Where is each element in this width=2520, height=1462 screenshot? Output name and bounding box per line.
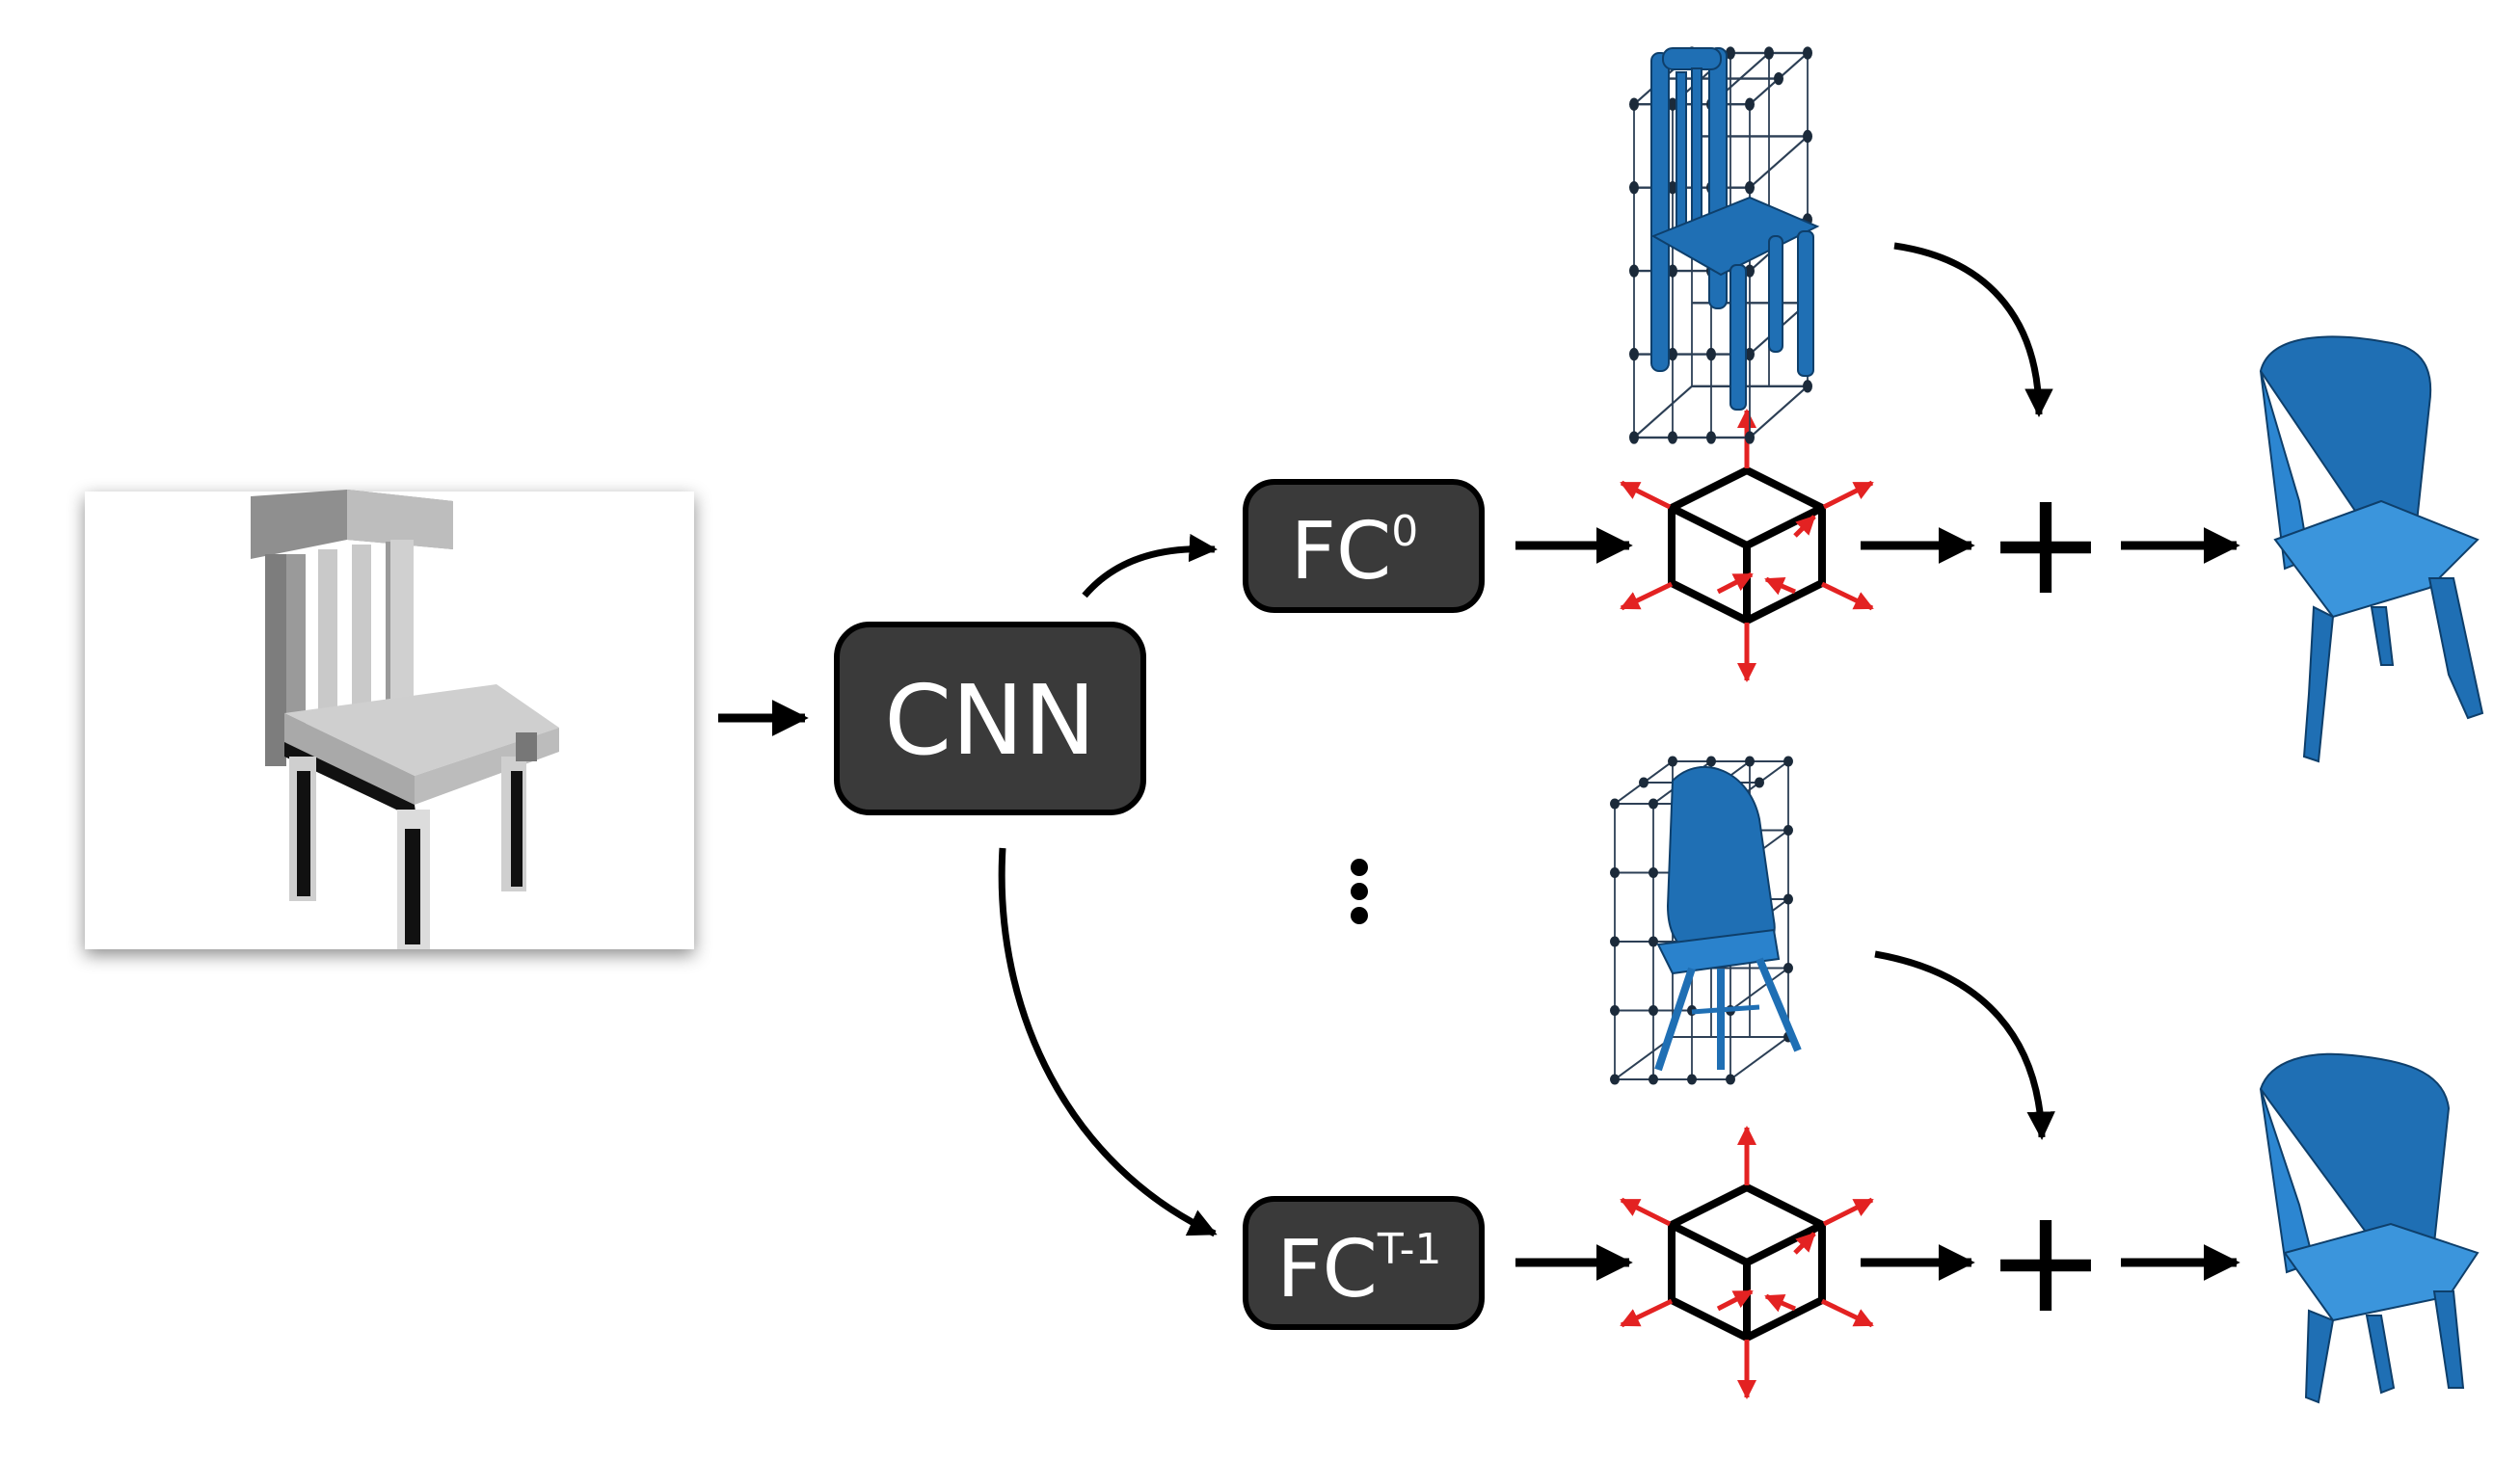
svg-text:FC0: FC0 xyxy=(1291,506,1418,598)
fct-superscript: T-1 xyxy=(1377,1225,1442,1274)
svg-text:FCT-1: FCT-1 xyxy=(1276,1224,1441,1316)
cube-deformation-icon xyxy=(1622,1128,1872,1397)
plus-bottom: + xyxy=(1985,1178,2106,1345)
fc0-superscript: 0 xyxy=(1391,507,1418,556)
fc0-label: FC xyxy=(1291,506,1391,598)
plus-top: + xyxy=(1985,460,2106,627)
output-chair-top xyxy=(2259,335,2484,763)
input-image xyxy=(85,490,694,949)
arrow-cnn-to-fct xyxy=(998,847,1218,1237)
fct-label: FC xyxy=(1276,1224,1377,1316)
arrow-cnn-to-fc0 xyxy=(1082,533,1218,598)
ellipsis-dots xyxy=(1351,859,1368,924)
fct-box: FCT-1 xyxy=(1243,1196,1485,1330)
arrow-template-bottom-to-plus xyxy=(1874,950,2055,1140)
output-chair-bottom xyxy=(2259,1052,2480,1404)
cnn-box: CNN xyxy=(834,622,1146,815)
template-chair-bottom xyxy=(1609,755,1802,1086)
cube-deformation-icon xyxy=(1622,411,1872,680)
arrow-template-top-to-plus xyxy=(1893,242,2053,417)
template-chair-top xyxy=(1627,45,1820,445)
fc0-box: FC0 xyxy=(1243,479,1485,613)
input-chair-render xyxy=(251,490,559,949)
cnn-label: CNN xyxy=(884,664,1095,777)
